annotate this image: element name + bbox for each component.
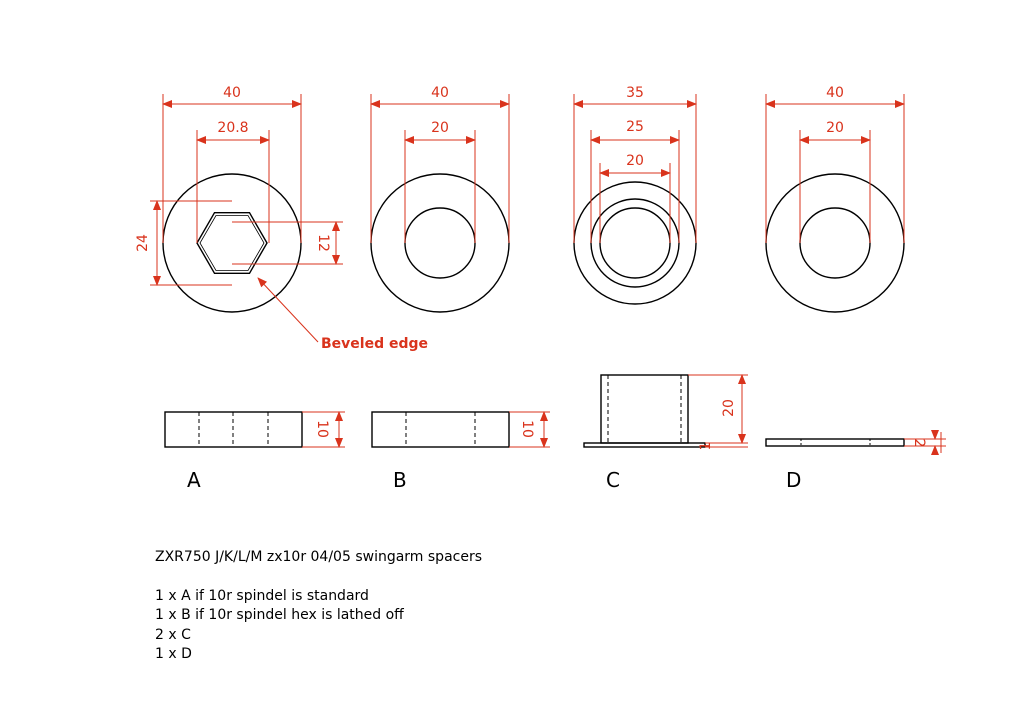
dim-c-20: 20 [626,153,644,169]
part-d-dimensions [765,94,905,243]
dim-c-1-flange: 1 [698,442,714,451]
part-c-side-dimensions [688,374,748,448]
part-b-side-view [371,411,510,448]
part-d-side-dimensions [904,430,946,455]
part-c-side-view [583,374,706,448]
dim-b-20: 20 [431,120,449,136]
notes-line: 1 x B if 10r spindel hex is lathed off [155,607,404,623]
hex-bevel [199,215,265,271]
dim-a-40: 40 [223,85,241,101]
part-label-a: A [187,468,201,492]
part-label-d: D [786,468,801,492]
dim-c-35: 35 [626,85,644,101]
dim-a-12: 12 [315,234,331,252]
part-a-side-dimensions [302,411,345,448]
dim-b-40: 40 [431,85,449,101]
dim-d-40: 40 [826,85,844,101]
dim-c-25: 25 [626,119,644,135]
notes-line: 1 x D [155,646,192,662]
dim-b-10: 10 [519,420,535,438]
notes-line: 2 x C [155,626,191,643]
part-c-dimensions [573,94,697,243]
dim-a-20-8: 20.8 [217,120,248,136]
dim-a-10: 10 [314,420,330,438]
dim-a-24: 24 [135,234,151,252]
part-c-top-view [573,181,697,305]
notes-line: 1 x A if 10r spindel is standard [155,587,369,604]
part-b-dimensions [370,94,510,243]
dim-d-2: 2 [911,439,927,448]
part-label-c: C [606,468,620,492]
notes-title: ZXR750 J/K/L/M zx10r 04/05 swingarm spac… [155,549,483,565]
dim-d-20: 20 [826,120,844,136]
notes-block: ZXR750 J/K/L/M zx10r 04/05 swingarm spac… [155,548,482,665]
part-d-top-view [765,173,905,313]
part-b-top-view [370,173,510,313]
part-a-side-view [164,411,303,448]
part-a-top-view [162,173,302,313]
part-label-b: B [393,468,407,492]
dim-c-20-height: 20 [721,399,737,417]
part-b-side-dimensions [509,411,550,448]
part-d-side-view [765,438,905,447]
part-a-dimensions [150,94,343,343]
beveled-edge-note: Beveled edge [321,336,428,352]
